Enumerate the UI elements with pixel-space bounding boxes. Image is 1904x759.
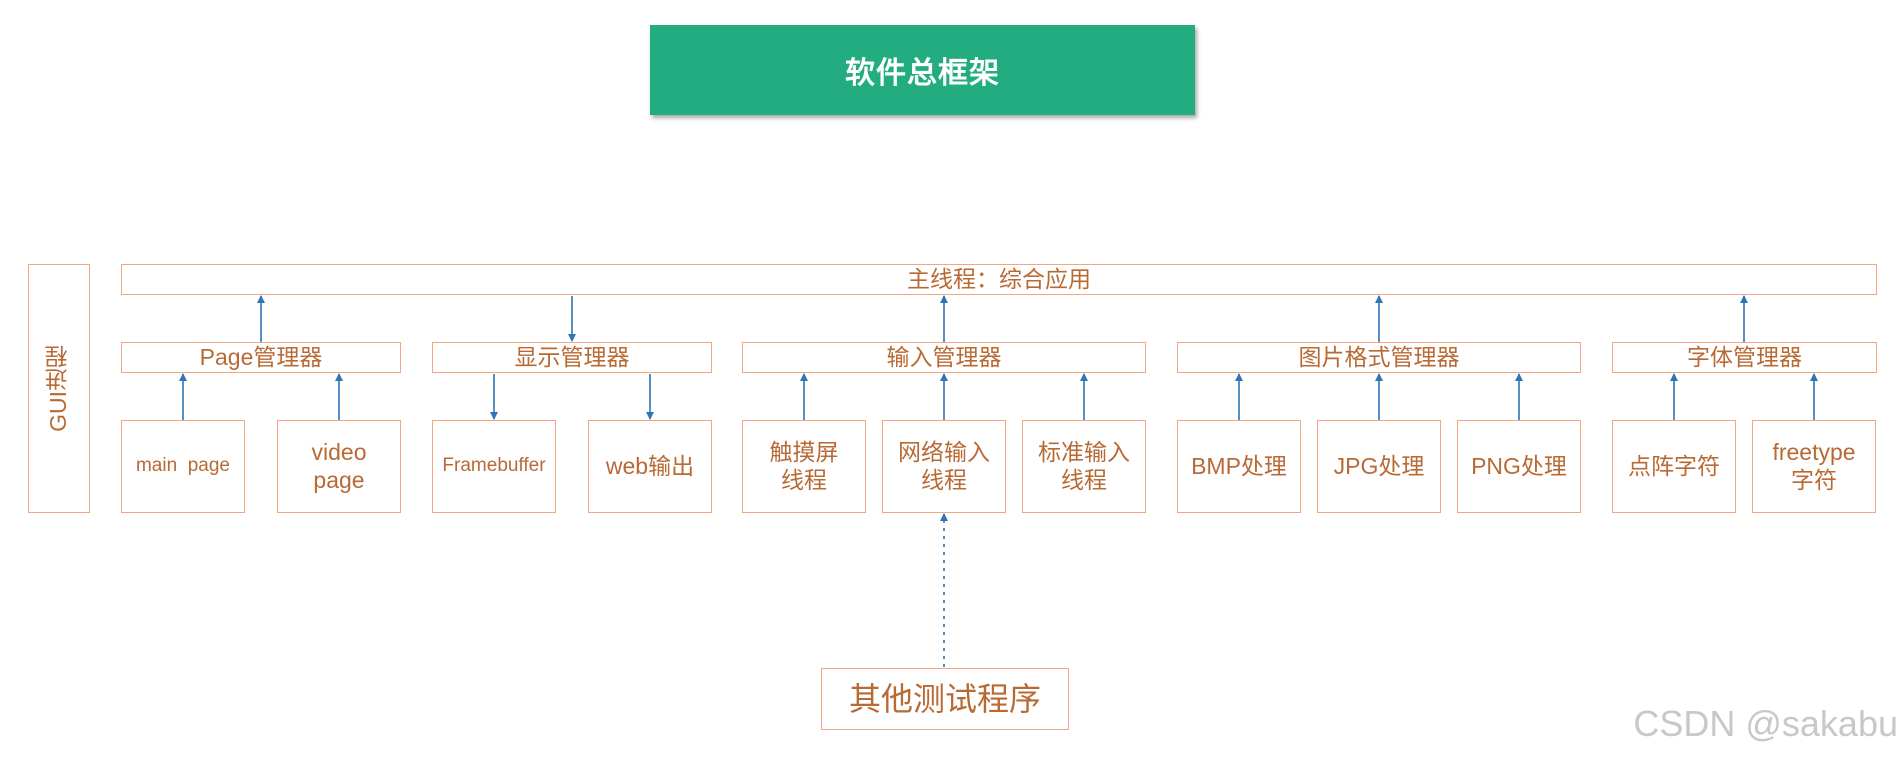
font-manager-box: 字体管理器 (1612, 342, 1877, 373)
video-page-label-line1: video (311, 438, 367, 465)
gui-process-box: GUI进程 (28, 264, 90, 513)
freetype-font-box: freetype 字符 (1752, 420, 1876, 513)
display-manager-box: 显示管理器 (432, 342, 712, 373)
image-format-manager-box: 图片格式管理器 (1177, 342, 1581, 373)
network-input-thread-box: 网络输入 线程 (882, 420, 1006, 513)
freetype-font-line1: freetype (1772, 438, 1856, 465)
framebuffer-label: Framebuffer (442, 455, 546, 477)
stdin-thread-line1: 标准输入 (1038, 438, 1130, 465)
touchscreen-thread-line1: 触摸屏 (769, 438, 839, 465)
bitmap-font-label: 点阵字符 (1628, 452, 1720, 479)
bmp-handler-label: BMP处理 (1191, 452, 1287, 479)
png-handler-label: PNG处理 (1471, 452, 1567, 479)
png-handler-box: PNG处理 (1457, 420, 1581, 513)
stdin-thread-box: 标准输入 线程 (1022, 420, 1146, 513)
network-input-thread-line2: 线程 (921, 466, 967, 493)
web-output-label: web输出 (605, 452, 695, 479)
jpg-handler-box: JPG处理 (1317, 420, 1441, 513)
main-page-label: main page (135, 455, 230, 477)
web-output-box: web输出 (588, 420, 712, 513)
csdn-watermark: CSDN @sakabu (1633, 703, 1898, 744)
freetype-font-line2: 字符 (1790, 466, 1837, 493)
touchscreen-thread-line2: 线程 (781, 466, 827, 493)
main-thread-box: 主线程：综合应用 (121, 264, 1877, 295)
video-page-label-line2: page (313, 466, 365, 493)
bmp-handler-box: BMP处理 (1177, 420, 1301, 513)
stdin-thread-line2: 线程 (1061, 466, 1107, 493)
video-page-box: video page (277, 420, 401, 513)
network-input-thread-line1: 网络输入 (898, 438, 990, 465)
test-program-box: 其他测试程序 (821, 668, 1069, 730)
diagram-title: 软件总框架 (650, 25, 1195, 115)
input-manager-box: 输入管理器 (742, 342, 1146, 373)
framebuffer-box: Framebuffer (432, 420, 556, 513)
bitmap-font-box: 点阵字符 (1612, 420, 1736, 513)
main-page-box: main page (121, 420, 245, 513)
page-manager-box: Page管理器 (121, 342, 401, 373)
jpg-handler-label: JPG处理 (1333, 452, 1425, 479)
touchscreen-thread-box: 触摸屏 线程 (742, 420, 866, 513)
